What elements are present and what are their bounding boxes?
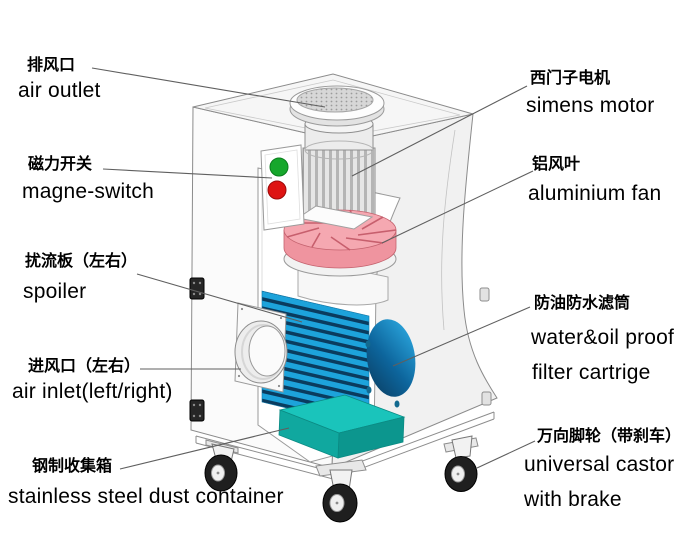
filter-hole [366,319,416,397]
label-motor-en: simens motor [526,94,655,117]
leader-fan [381,170,534,244]
magnetic-switch-panel [260,144,305,231]
leader-magne-switch [102,168,273,179]
label-castor-en-line2: with brake [524,488,622,511]
label-spoiler-en: spoiler [23,280,87,303]
label-magne-switch-cn: 磁力开关 [28,156,93,173]
side-tab [479,287,490,302]
side-tab [481,391,492,406]
label-dust-container-en: stainless steel dust container [8,485,284,508]
hinge-icon [189,277,205,422]
label-air-inlet-en: air inlet(left/right) [12,380,173,403]
label-fan-cn: 铝风叶 [532,156,581,173]
leader-spoiler [136,273,303,323]
outlet-mesh [296,87,374,113]
label-filter-en-line1: water&oil proof [531,326,675,349]
label-spoiler-cn: 扰流板（左右） [25,253,138,270]
label-dust-container-cn: 钢制收集箱 [32,458,113,475]
green-button [269,157,289,177]
dust-container [278,394,406,459]
label-air-outlet-en: air outlet [18,79,101,102]
leader-castor [476,440,536,469]
caster-wheel [444,435,478,492]
leader-filter [392,306,531,367]
label-magne-switch-en: magne-switch [22,180,154,203]
leader-air-outlet [91,67,326,108]
label-air-outlet-cn: 排风口 [27,57,76,74]
leader-lines [91,67,536,470]
label-air-inlet-cn: 进风口（左右） [28,358,141,375]
caster-wheel [204,443,238,492]
air-outlet-grille [289,85,385,127]
label-motor-cn: 西门子电机 [530,70,611,87]
air-inlet-duct [234,302,288,393]
label-filter-cn: 防油防水滤筒 [534,295,631,312]
leader-motor [351,85,528,177]
caster-wheel [322,469,358,523]
hole-bolts [365,340,400,408]
red-button [267,180,287,200]
aluminium-fan [283,205,397,277]
label-castor-cn: 万向脚轮（带刹车） [537,428,682,445]
label-filter-en-line2: filter cartrige [532,361,651,384]
label-fan-en: aluminium fan [528,182,662,205]
label-castor-en-line1: universal castor [524,453,675,476]
leader-dust-container [119,427,290,470]
